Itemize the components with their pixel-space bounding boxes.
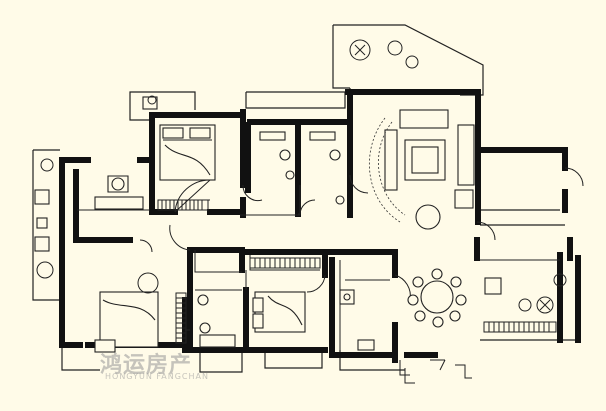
watermark-logo-text: 鸿运房产 xyxy=(100,353,193,378)
plants xyxy=(36,39,567,314)
entrance xyxy=(404,359,472,384)
thin-outlines xyxy=(32,24,580,373)
wardrobes xyxy=(157,199,557,344)
walls xyxy=(59,89,581,363)
furniture xyxy=(34,96,502,353)
watermark-logo-subtext: HONGYUN FANGCHAN xyxy=(105,372,209,381)
rug xyxy=(368,117,406,223)
